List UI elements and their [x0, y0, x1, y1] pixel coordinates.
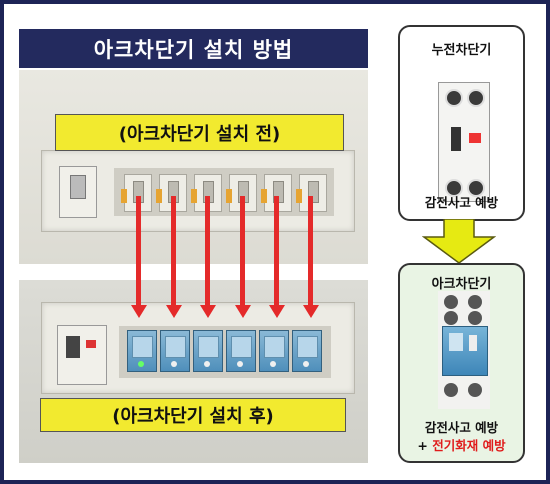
afci-caption-line2: + 전기화재 예방	[400, 435, 523, 454]
before-panel-photo	[19, 70, 368, 264]
arrow-head-icon	[200, 305, 216, 318]
plus-sign: +	[417, 438, 428, 453]
arc-fault-breaker-icon	[438, 291, 490, 409]
page-title: 아크차단기 설치 방법	[19, 29, 368, 68]
arc-fault-breaker	[292, 330, 322, 372]
main-breaker	[59, 166, 97, 218]
earth-leakage-breaker-icon	[438, 82, 490, 202]
before-label: (아크차단기 설치 전)	[55, 114, 344, 151]
elb-card-title: 누전차단기	[431, 43, 492, 58]
elb-card-caption: 감전사고 예방	[424, 195, 499, 210]
arrow-head-icon	[166, 305, 182, 318]
fire-prevention-text: 전기화재 예방	[432, 438, 506, 453]
afci-card-title: 아크차단기	[431, 277, 492, 292]
arc-fault-breaker	[160, 330, 190, 372]
arrow-line	[136, 196, 141, 308]
arc-fault-breaker	[193, 330, 223, 372]
arrow-head-icon	[303, 305, 319, 318]
main-breaker	[57, 325, 107, 385]
arc-fault-breaker	[259, 330, 289, 372]
arrow-line	[240, 196, 245, 308]
arc-fault-breaker	[127, 330, 157, 372]
arrow-line	[308, 196, 313, 308]
arrow-line	[205, 196, 210, 308]
afci-card: 아크차단기 감전사고 예방 + 전기화재 예방	[398, 263, 525, 463]
afci-caption-line1: 감전사고 예방	[424, 420, 499, 435]
branch-breaker	[296, 174, 327, 212]
after-label: (아크차단기 설치 후)	[40, 398, 346, 432]
arrow-head-icon	[269, 305, 285, 318]
down-arrow-icon	[422, 219, 496, 264]
arrow-head-icon	[131, 305, 147, 318]
arc-fault-breaker	[226, 330, 256, 372]
arrow-line	[171, 196, 176, 308]
elb-card: 누전차단기 감전사고 예방	[398, 25, 525, 221]
arrow-head-icon	[235, 305, 251, 318]
arrow-line	[274, 196, 279, 308]
